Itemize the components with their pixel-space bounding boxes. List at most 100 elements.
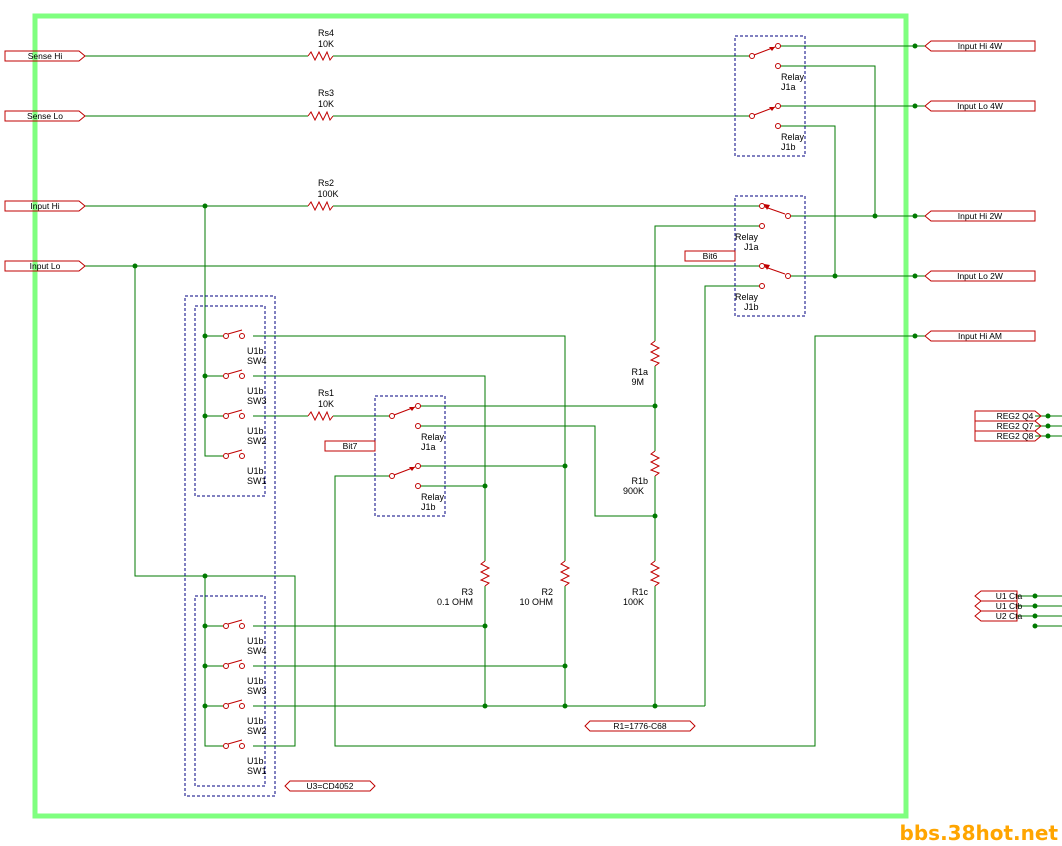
bit6-tag[interactable] xyxy=(684,250,736,262)
r2-ref: R2 xyxy=(541,587,553,597)
svg-text:J1b: J1b xyxy=(421,502,436,512)
r1a-ref: R1a xyxy=(631,367,648,377)
r1-part-tag xyxy=(584,720,696,732)
port-input-lo[interactable] xyxy=(4,260,86,272)
r3-ref: R3 xyxy=(461,587,473,597)
port-input-hi-label: Input Hi xyxy=(30,201,59,211)
rs3-ref: Rs3 xyxy=(318,88,334,98)
port-input-lo-label: Input Lo xyxy=(30,261,61,271)
port-sense-lo-label: Sense Lo xyxy=(27,111,63,121)
port-reg2-q4[interactable] xyxy=(974,410,1042,422)
resistors xyxy=(307,50,661,587)
r1c-ref: R1c xyxy=(632,587,649,597)
junction-dots xyxy=(132,43,1051,709)
resistor-labels: Rs4 10K Rs3 10K Rs2 100K Rs1 10K R1a 9M … xyxy=(317,28,648,607)
rs4-val: 10K xyxy=(318,39,334,49)
svg-text:J1a: J1a xyxy=(781,82,796,92)
resistor-r2 xyxy=(559,560,571,587)
r1b-val: 900K xyxy=(623,486,644,496)
rs2-val: 100K xyxy=(317,189,338,199)
resistor-r1b xyxy=(649,450,661,477)
r1-part-label: R1=1776-C68 xyxy=(613,721,666,731)
svg-text:U1b: U1b xyxy=(247,466,264,476)
svg-text:U1b: U1b xyxy=(247,716,264,726)
svg-text:Relay: Relay xyxy=(421,492,445,502)
rs1-val: 10K xyxy=(318,399,334,409)
resistor-rs3 xyxy=(307,110,334,122)
resistor-rs4 xyxy=(307,50,334,62)
switch-bank-lower xyxy=(194,595,266,787)
relay-bit7 xyxy=(374,395,446,517)
svg-text:SW1: SW1 xyxy=(247,766,267,776)
svg-text:U1b: U1b xyxy=(247,346,264,356)
port-reg2-q8-label: REG2 Q8 xyxy=(997,431,1034,441)
bit-tags: Bit6 Bit7 xyxy=(324,250,736,452)
bit7-tag[interactable] xyxy=(324,440,376,452)
port-sense-lo[interactable] xyxy=(4,110,86,122)
relay-bit-sense xyxy=(734,35,806,157)
svg-text:SW1: SW1 xyxy=(247,476,267,486)
resistor-r1c xyxy=(649,560,661,587)
right-ports: Input Hi 4W Input Lo 4W Input Hi 2W Inpu… xyxy=(924,40,1036,342)
rs4-ref: Rs4 xyxy=(318,28,334,38)
svg-text:U1b: U1b xyxy=(247,426,264,436)
svg-text:U1b: U1b xyxy=(247,386,264,396)
port-input-hi-4w[interactable] xyxy=(924,40,1036,52)
port-reg2-q7[interactable] xyxy=(974,420,1042,432)
resistor-rs2 xyxy=(307,200,334,212)
resistor-r1a xyxy=(649,340,661,367)
svg-text:U1b: U1b xyxy=(247,756,264,766)
svg-text:J1b: J1b xyxy=(744,302,759,312)
rs3-val: 10K xyxy=(318,99,334,109)
port-u2-cta[interactable] xyxy=(974,610,1018,622)
r2-val: 10 OHM xyxy=(519,597,553,607)
port-input-lo-2w[interactable] xyxy=(924,270,1036,282)
port-input-hi-2w[interactable] xyxy=(924,210,1036,222)
port-input-lo-4w[interactable] xyxy=(924,100,1036,112)
port-sense-hi[interactable] xyxy=(4,50,86,62)
svg-text:U1b: U1b xyxy=(247,636,264,646)
board-outline xyxy=(32,13,909,819)
svg-text:SW4: SW4 xyxy=(247,356,267,366)
port-reg2-q8[interactable] xyxy=(974,430,1042,442)
port-input-hi[interactable] xyxy=(4,200,86,212)
port-input-hi-2w-label: Input Hi 2W xyxy=(958,211,1002,221)
switch-bank-upper xyxy=(194,305,266,497)
u3-package xyxy=(184,295,276,797)
svg-text:J1a: J1a xyxy=(421,442,436,452)
bit6-label: Bit6 xyxy=(703,251,718,261)
port-reg2-q7-label: REG2 Q7 xyxy=(997,421,1034,431)
port-u1-ctb[interactable] xyxy=(974,600,1018,612)
svg-text:Relay: Relay xyxy=(781,72,805,82)
rs2-ref: Rs2 xyxy=(318,178,334,188)
port-sense-hi-label: Sense Hi xyxy=(28,51,63,61)
port-input-lo-2w-label: Input Lo 2W xyxy=(957,271,1003,281)
resistor-rs1 xyxy=(307,410,334,422)
resistor-r3 xyxy=(479,560,491,587)
port-input-lo-4w-label: Input Lo 4W xyxy=(957,101,1003,111)
u3-part-label: U3=CD4052 xyxy=(306,781,353,791)
r3-val: 0.1 OHM xyxy=(437,597,473,607)
r1a-val: 9M xyxy=(631,377,644,387)
left-ports: Sense Hi Sense Lo Input Hi Input Lo xyxy=(4,50,86,272)
svg-text:Relay: Relay xyxy=(781,132,805,142)
svg-text:Relay: Relay xyxy=(735,232,759,242)
rs1-ref: Rs1 xyxy=(318,388,334,398)
u3-part-tag xyxy=(284,780,376,792)
port-input-hi-am-label: Input Hi AM xyxy=(958,331,1002,341)
switch-contacts xyxy=(223,329,245,749)
r1c-val: 100K xyxy=(623,597,644,607)
port-input-hi-4w-label: Input Hi 4W xyxy=(958,41,1002,51)
svg-text:J1b: J1b xyxy=(781,142,796,152)
svg-text:SW3: SW3 xyxy=(247,396,267,406)
port-input-hi-am[interactable] xyxy=(924,330,1036,342)
svg-text:SW2: SW2 xyxy=(247,436,267,446)
port-u2-cta-label: U2 Cta xyxy=(996,611,1023,621)
port-u1-cta[interactable] xyxy=(974,590,1018,602)
svg-text:SW3: SW3 xyxy=(247,686,267,696)
r1b-ref: R1b xyxy=(631,476,648,486)
svg-text:Relay: Relay xyxy=(735,292,759,302)
